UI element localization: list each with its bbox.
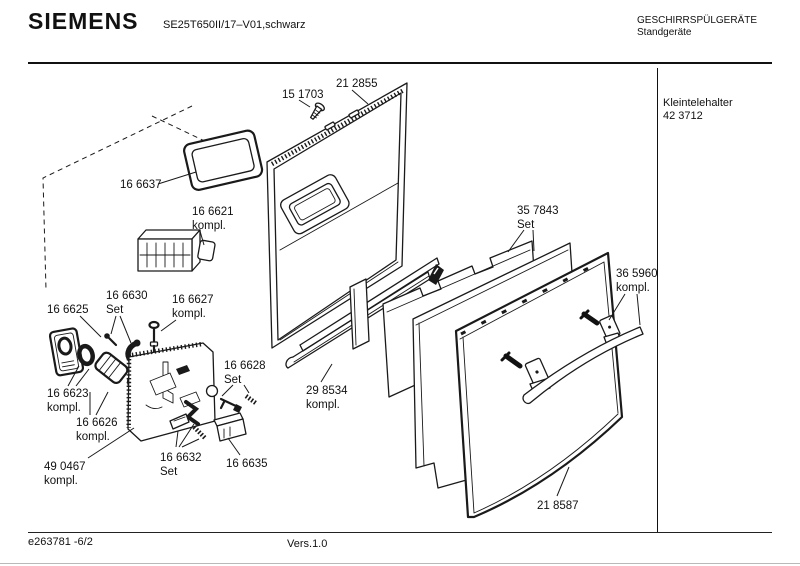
model-title: SE25T650II/17–V01,schwarz [163,19,306,31]
part-soap-box-drawing [213,412,247,442]
part-qualifier-166627: kompl. [172,308,206,320]
part-label-166637: 16 6637 [120,179,162,191]
part-qualifier-166632: Set [160,466,178,478]
part-label-166627: 16 6627 [172,294,214,306]
part-label-166625: 16 6625 [47,304,89,316]
part-dispenser-cover-drawing [48,327,85,377]
part-seal-ring-drawing [77,343,95,367]
part-bolt-drawing [148,320,160,359]
part-qualifier-166630: Set [106,304,124,316]
part-spring-set-drawing [169,400,207,440]
part-label-166626: 16 6626 [76,417,118,429]
part-qualifier-166623: kompl. [47,402,81,414]
part-label-166621: 16 6621 [192,206,234,218]
side-panel-note: Kleintelehalter 42 3712 [663,97,733,123]
part-screw-drawing [309,102,325,120]
part-qualifier-166628: Set [224,374,242,386]
part-label-357843: 35 7843 [517,205,559,217]
dashed-guide-lines [42,105,231,291]
part-label-166635: 16 6635 [226,458,268,470]
document-id: e263781 -6/2 [28,536,93,548]
part-qualifier-490467: kompl. [44,475,78,487]
category-title: GESCHIRRSPÜLGERÄTE [637,15,758,26]
part-inner-door-drawing [266,82,408,349]
part-label-166628: 16 6628 [224,360,266,372]
handle-screw-2 [579,309,600,326]
part-fastener-set-drawing [205,384,259,413]
leader-lines [67,89,641,497]
part-label-151703: 15 1703 [282,89,324,101]
category-block: GESCHIRRSPÜLGERÄTE Standgeräte [637,15,757,39]
side-separator-rule [657,68,658,532]
side-panel-name: Kleintelehalter [663,97,733,109]
part-label-166632: 16 6632 [160,452,202,464]
page-bottom-edge [0,563,800,564]
part-qualifier-166626: kompl. [76,431,110,443]
part-label-365960: 36 5960 [616,268,658,280]
part-label-166630: 16 6630 [106,290,148,302]
version-label: Vers.1.0 [287,538,328,550]
part-label-212855: 21 2855 [336,78,378,90]
part-qualifier-166621: kompl. [192,220,226,232]
part-label-298534: 29 8534 [306,385,348,397]
part-label-218587: 21 8587 [537,500,579,512]
part-control-module-drawing [137,229,216,272]
part-labels: 15 1703 21 2855 16 6637 16 6621 kompl. 1… [44,78,658,512]
part-label-166623: 16 6623 [47,388,89,400]
part-dispenser-assembly-drawing [126,341,216,442]
handle-screw-1 [500,351,523,369]
part-qualifier-357843: Set [517,219,535,231]
part-label-490467: 49 0467 [44,461,86,473]
part-window-frame-drawing [183,129,264,191]
part-door-handle-drawing [500,309,644,405]
category-subtitle: Standgeräte [637,27,692,38]
part-qualifier-365960: kompl. [616,282,650,294]
footer-rule [28,532,772,533]
side-panel-number: 42 3712 [663,110,703,122]
header-rule [28,62,772,64]
part-qualifier-298534: kompl. [306,399,340,411]
brand-logo: SIEMENS [28,8,139,34]
